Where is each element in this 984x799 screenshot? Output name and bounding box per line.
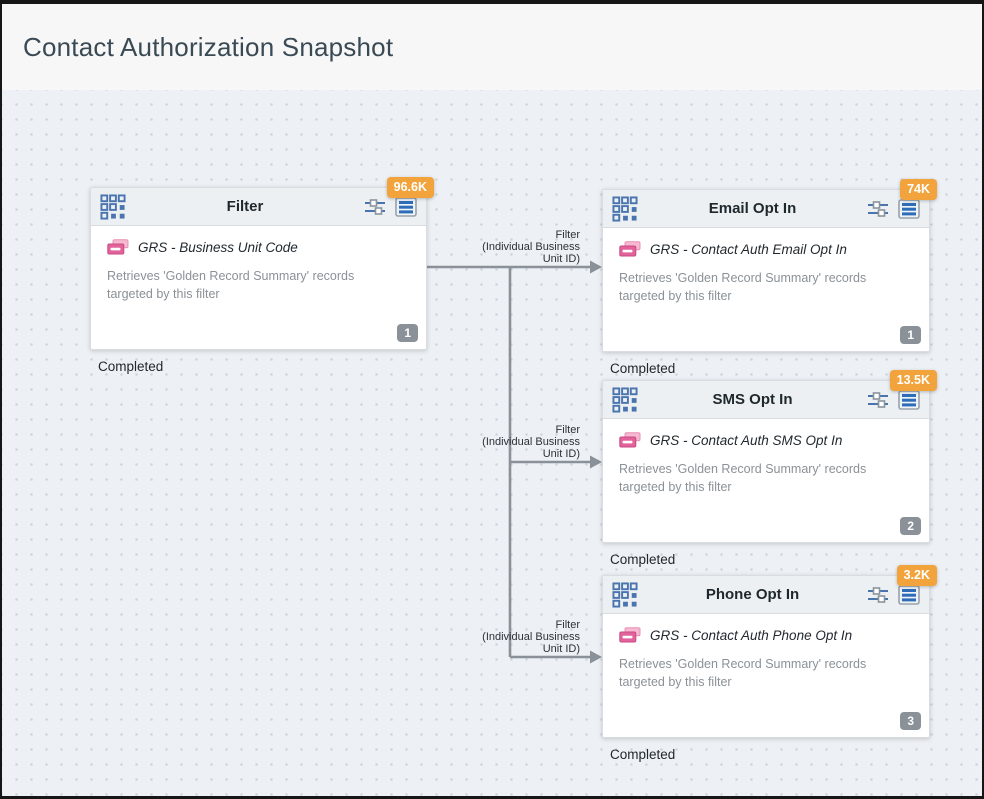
node-filter: 96.6K Filter GRS - Business Unit Code Re… bbox=[90, 177, 434, 374]
node-email-opt-in: 74K Email Opt In GRS - Contact Auth Emai… bbox=[602, 179, 937, 376]
node-card-filter[interactable]: Filter GRS - Business Unit Code Retrieve… bbox=[90, 187, 427, 350]
edge-label-line: Filter bbox=[555, 229, 580, 241]
grid-handle-icon bbox=[612, 195, 638, 222]
card-description: Retrieves 'Golden Record Summary' record… bbox=[619, 271, 867, 303]
step-number-badge: 1 bbox=[397, 324, 418, 342]
card-body: GRS - Contact Auth SMS Opt In Retrieves … bbox=[603, 419, 929, 543]
record-count-badge: 74K bbox=[900, 179, 937, 200]
source-row: GRS - Contact Auth Email Opt In bbox=[619, 241, 915, 257]
source-name: GRS - Contact Auth Phone Opt In bbox=[650, 627, 853, 643]
source-name: GRS - Business Unit Code bbox=[138, 239, 298, 255]
source-name: GRS - Contact Auth Email Opt In bbox=[650, 241, 847, 257]
status-label: Completed bbox=[610, 747, 676, 762]
card-title: Filter bbox=[226, 198, 264, 215]
page-header: Contact Authorization Snapshot bbox=[2, 4, 982, 90]
card-description: Retrieves 'Golden Record Summary' record… bbox=[619, 657, 867, 689]
data-extension-icon bbox=[619, 627, 641, 643]
edge-label-sms: Filter (Individual Business Unit ID) bbox=[400, 424, 580, 460]
card-title: Phone Opt In bbox=[705, 586, 800, 603]
edge-label-line: Filter bbox=[555, 424, 580, 436]
card-title: SMS Opt In bbox=[712, 391, 793, 408]
sliders-icon[interactable] bbox=[364, 198, 386, 216]
step-number-badge: 3 bbox=[900, 712, 921, 730]
step-number-badge: 1 bbox=[900, 326, 921, 344]
list-icon[interactable] bbox=[898, 389, 920, 410]
card-header: Filter bbox=[91, 188, 426, 226]
edge-label-phone: Filter (Individual Business Unit ID) bbox=[400, 619, 580, 655]
record-count-badge: 96.6K bbox=[386, 177, 434, 198]
node-card-phone[interactable]: Phone Opt In GRS - Contact Auth Phone Op… bbox=[602, 575, 930, 738]
status-label: Completed bbox=[610, 552, 676, 567]
edge-label-line: Unit ID) bbox=[542, 253, 580, 265]
card-body: GRS - Business Unit Code Retrieves 'Gold… bbox=[91, 226, 426, 350]
record-count-badge: 3.2K bbox=[896, 565, 937, 586]
edge-label-line: (Individual Business bbox=[482, 241, 580, 253]
node-card-sms[interactable]: SMS Opt In GRS - Contact Auth SMS Opt In… bbox=[602, 380, 930, 543]
node-sms-opt-in: 13.5K SMS Opt In GRS - Contact Auth SMS … bbox=[602, 370, 937, 567]
edge-label-line: Filter bbox=[555, 619, 580, 631]
grid-handle-icon bbox=[100, 193, 126, 220]
edge-label-line: Unit ID) bbox=[542, 643, 580, 655]
record-count-badge: 13.5K bbox=[889, 370, 937, 391]
edge-label-line: Unit ID) bbox=[542, 448, 580, 460]
card-body: GRS - Contact Auth Email Opt In Retrieve… bbox=[603, 228, 929, 352]
node-card-email[interactable]: Email Opt In GRS - Contact Auth Email Op… bbox=[602, 189, 930, 352]
source-row: GRS - Contact Auth Phone Opt In bbox=[619, 627, 915, 643]
card-header: SMS Opt In bbox=[603, 381, 929, 419]
grid-handle-icon bbox=[612, 581, 638, 608]
card-body: GRS - Contact Auth Phone Opt In Retrieve… bbox=[603, 614, 929, 738]
node-phone-opt-in: 3.2K Phone Opt In GRS - Contact Auth Pho… bbox=[602, 565, 937, 762]
card-title: Email Opt In bbox=[708, 200, 797, 217]
list-icon[interactable] bbox=[395, 196, 417, 217]
flow-canvas: Filter (Individual Business Unit ID) Fil… bbox=[2, 90, 982, 796]
status-label: Completed bbox=[98, 359, 164, 374]
data-extension-icon bbox=[619, 241, 641, 257]
source-name: GRS - Contact Auth SMS Opt In bbox=[650, 432, 843, 448]
sliders-icon[interactable] bbox=[867, 200, 889, 218]
data-extension-icon bbox=[107, 239, 129, 255]
card-description: Retrieves 'Golden Record Summary' record… bbox=[619, 462, 867, 494]
source-row: GRS - Business Unit Code bbox=[107, 239, 412, 255]
card-header: Phone Opt In bbox=[603, 576, 929, 614]
sliders-icon[interactable] bbox=[867, 391, 889, 409]
source-row: GRS - Contact Auth SMS Opt In bbox=[619, 432, 915, 448]
status-label: Completed bbox=[610, 361, 676, 376]
edge-label-email: Filter (Individual Business Unit ID) bbox=[400, 229, 580, 265]
list-icon[interactable] bbox=[898, 584, 920, 605]
edge-label-line: (Individual Business bbox=[482, 631, 580, 643]
data-extension-icon bbox=[619, 432, 641, 448]
edge-label-line: (Individual Business bbox=[482, 436, 580, 448]
list-icon[interactable] bbox=[898, 198, 920, 219]
sliders-icon[interactable] bbox=[867, 586, 889, 604]
step-number-badge: 2 bbox=[900, 517, 921, 535]
page-title: Contact Authorization Snapshot bbox=[23, 31, 394, 62]
grid-handle-icon bbox=[612, 386, 638, 413]
card-header: Email Opt In bbox=[603, 190, 929, 228]
card-description: Retrieves 'Golden Record Summary' record… bbox=[107, 269, 355, 301]
